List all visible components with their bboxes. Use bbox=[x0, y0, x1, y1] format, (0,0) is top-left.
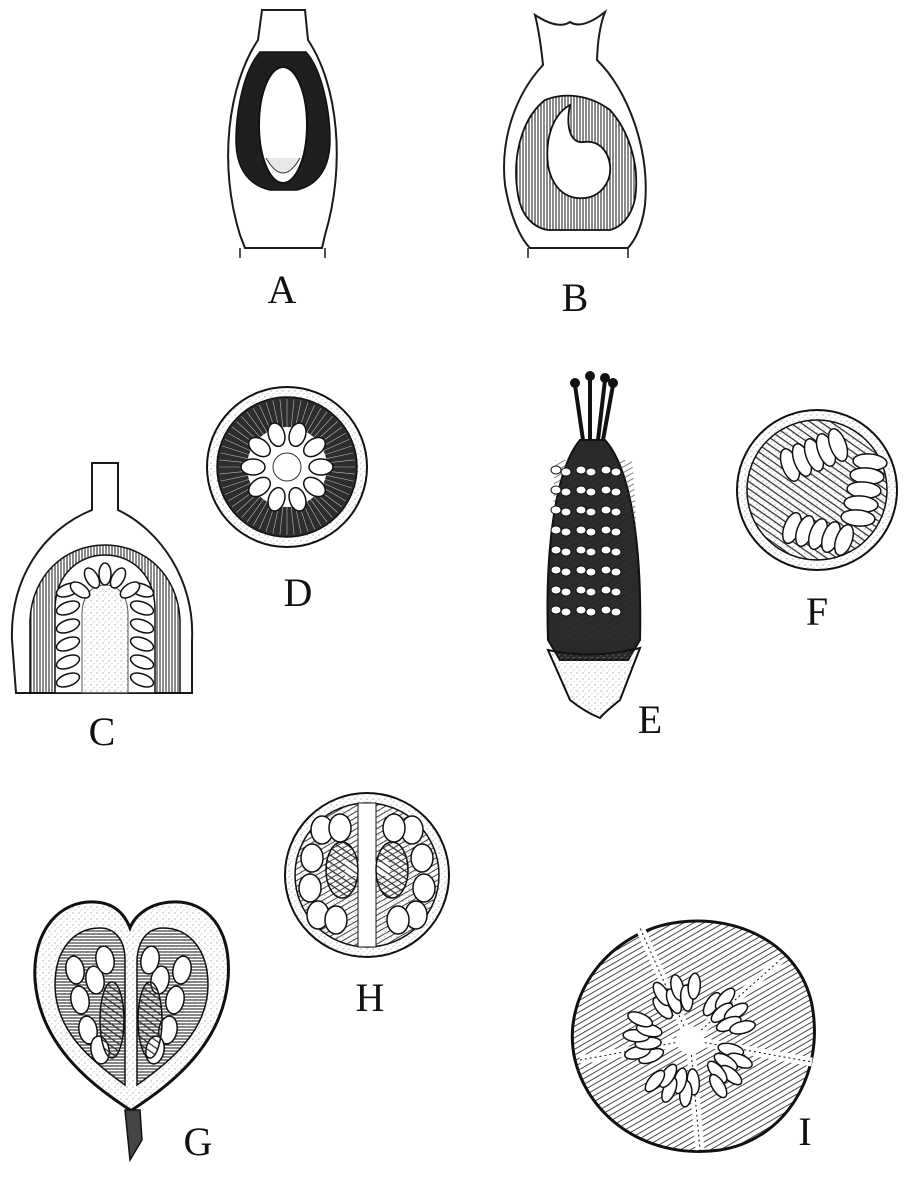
ovule bbox=[561, 488, 571, 496]
placenta bbox=[376, 842, 408, 898]
figure-label-d: D bbox=[278, 573, 318, 613]
ovule bbox=[601, 466, 611, 474]
ovule bbox=[551, 566, 561, 574]
ovule bbox=[611, 588, 621, 596]
figure-label-g: G bbox=[178, 1122, 218, 1162]
ovule bbox=[551, 486, 561, 494]
ovule bbox=[601, 566, 611, 574]
ovule bbox=[551, 546, 561, 554]
ovule bbox=[576, 566, 586, 574]
ovule bbox=[611, 488, 621, 496]
ovule bbox=[561, 568, 571, 576]
placenta bbox=[326, 842, 358, 898]
center-column bbox=[273, 453, 301, 481]
ovule bbox=[561, 508, 571, 516]
ovule bbox=[576, 526, 586, 534]
figure-label-b: B bbox=[555, 278, 595, 318]
figure-label-a: A bbox=[262, 270, 302, 310]
ovule bbox=[601, 526, 611, 534]
ovule bbox=[561, 468, 571, 476]
placenta bbox=[100, 982, 124, 1058]
ovule bbox=[301, 844, 323, 872]
figure-c bbox=[12, 463, 192, 693]
ovule bbox=[601, 586, 611, 594]
ovule bbox=[586, 568, 596, 576]
ovule bbox=[586, 608, 596, 616]
ovule bbox=[551, 526, 561, 534]
ovule bbox=[611, 528, 621, 536]
ovule bbox=[561, 548, 571, 556]
ovule bbox=[576, 466, 586, 474]
ovule bbox=[611, 568, 621, 576]
ovule bbox=[325, 906, 347, 934]
ovule bbox=[561, 608, 571, 616]
figure-f bbox=[737, 410, 897, 570]
ovule bbox=[576, 486, 586, 494]
ovule bbox=[611, 468, 621, 476]
ovule bbox=[551, 606, 561, 614]
figure-e bbox=[547, 371, 640, 718]
ovule bbox=[586, 528, 596, 536]
figure-d bbox=[207, 387, 367, 547]
placenta bbox=[138, 982, 162, 1058]
ovule bbox=[586, 508, 596, 516]
figure-i bbox=[572, 921, 814, 1152]
figure-h bbox=[285, 793, 449, 957]
ovule bbox=[561, 528, 571, 536]
ovule bbox=[387, 906, 409, 934]
figure-label-h: H bbox=[350, 978, 390, 1018]
ovule bbox=[576, 546, 586, 554]
ovule bbox=[611, 548, 621, 556]
ovule bbox=[551, 586, 561, 594]
ovule bbox=[411, 844, 433, 872]
figure-label-i: I bbox=[785, 1112, 825, 1152]
ovule bbox=[576, 606, 586, 614]
ovule bbox=[576, 506, 586, 514]
ovule bbox=[601, 486, 611, 494]
ovule bbox=[601, 506, 611, 514]
ovule bbox=[601, 606, 611, 614]
figure-label-f: F bbox=[797, 592, 837, 632]
ovule bbox=[601, 546, 611, 554]
ovule bbox=[413, 874, 435, 902]
ovule bbox=[586, 468, 596, 476]
ovule bbox=[611, 608, 621, 616]
ovule bbox=[586, 548, 596, 556]
ovule bbox=[576, 586, 586, 594]
ovule bbox=[611, 508, 621, 516]
ovule bbox=[309, 459, 333, 475]
figure-a bbox=[228, 10, 337, 258]
ovule bbox=[586, 588, 596, 596]
ovule bbox=[586, 488, 596, 496]
ovule bbox=[241, 459, 265, 475]
ovule bbox=[383, 814, 405, 842]
ovule bbox=[299, 874, 321, 902]
axis bbox=[676, 1026, 704, 1054]
ovule bbox=[561, 588, 571, 596]
ovule bbox=[551, 466, 561, 474]
figure-b bbox=[504, 12, 646, 258]
ovule bbox=[551, 506, 561, 514]
ovule bbox=[99, 563, 111, 585]
figure-label-c: C bbox=[82, 712, 122, 752]
ovule bbox=[329, 814, 351, 842]
figure-label-e: E bbox=[630, 700, 670, 740]
